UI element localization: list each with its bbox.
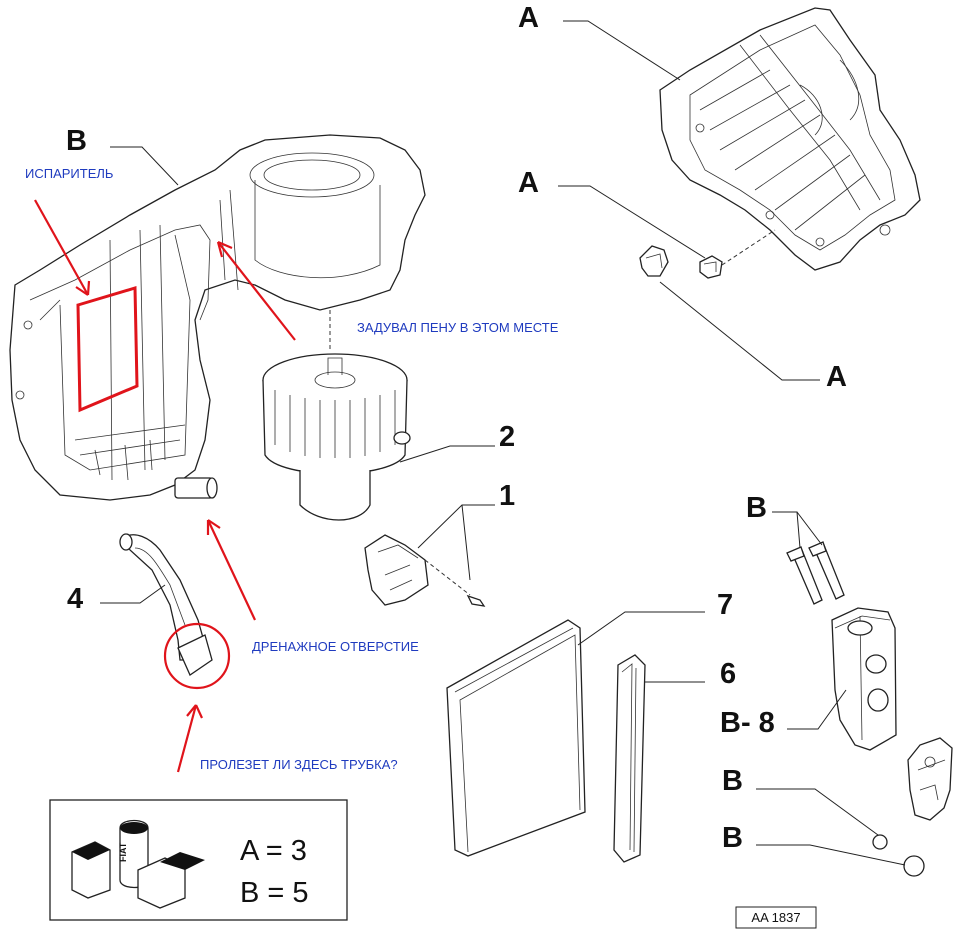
leader-b-seal1 (756, 788, 879, 836)
expansion-valve-bolts (786, 541, 845, 605)
leader-4 (100, 584, 166, 604)
blower-fan-motor (262, 310, 411, 521)
drawing-code: AA 1837 (751, 910, 800, 925)
callout-a-clip: A (518, 167, 539, 199)
leader-b-valve (787, 689, 847, 730)
leader-a-clip (558, 185, 706, 259)
quantity-legend: FIAT A = 3 B = 5 (49, 799, 348, 921)
leader-a-top (563, 20, 681, 81)
annotation-foam: ЗАДУВАЛ ПЕНУ В ЭТОМ МЕСТЕ (357, 320, 559, 335)
callout-1: 1 (499, 480, 515, 512)
leader-a-right (659, 281, 820, 381)
callout-a-top: A (518, 2, 539, 34)
callout-2: 2 (499, 421, 515, 453)
parts-kit-icon: FIAT (71, 819, 205, 909)
clip-part-a-left (639, 245, 669, 277)
tube-end-highlight-circle (163, 622, 231, 690)
callout-b-housing: B (66, 125, 87, 157)
drain-arrow (206, 519, 256, 621)
callout-4: 4 (67, 583, 83, 615)
callout-b-seal1: B (722, 765, 743, 797)
legend-line-a: A = 3 (240, 835, 307, 867)
callout-b-valve: B- 8 (720, 707, 775, 739)
cabin-air-filter (446, 619, 586, 857)
kit-brand-mark: FIAT (118, 842, 128, 862)
leader-7 (577, 611, 705, 646)
legend-line-b: B = 5 (240, 877, 309, 909)
leader-2 (399, 445, 495, 463)
callout-6: 6 (720, 658, 736, 690)
evaporator-highlight-box (76, 285, 139, 413)
callout-a-right: A (826, 361, 847, 393)
leader-b-housing (110, 146, 179, 186)
blower-resistor (364, 534, 486, 607)
o-ring-small (872, 834, 888, 850)
evaporator-housing (9, 134, 426, 501)
housing-cover-part-a (659, 7, 921, 271)
callout-7: 7 (717, 589, 733, 621)
tube-question-arrow (176, 704, 203, 773)
drawing-code-box: AA 1837 (735, 906, 817, 929)
callout-b-seal2: B (722, 822, 743, 854)
clip-part-a (699, 229, 776, 279)
callout-b-bolts: B (746, 492, 767, 524)
annotation-evaporator: ИСПАРИТЕЛЬ (25, 166, 113, 181)
expansion-valve (831, 607, 897, 751)
leader-b-seal2 (756, 844, 906, 866)
foam-arrow (216, 240, 296, 341)
evaporator-arrow (34, 199, 91, 296)
o-ring-large (903, 855, 925, 877)
annotation-tube-question: ПРОЛЕЗЕТ ЛИ ЗДЕСЬ ТРУБКА? (200, 757, 398, 772)
leader-1 (417, 504, 495, 581)
valve-bracket (907, 737, 953, 821)
leader-b-bolts (772, 511, 823, 549)
annotation-drain: ДРЕНАЖНОЕ ОТВЕРСТИЕ (252, 639, 419, 654)
filter-frame (613, 654, 646, 863)
drain-tube (119, 533, 213, 676)
